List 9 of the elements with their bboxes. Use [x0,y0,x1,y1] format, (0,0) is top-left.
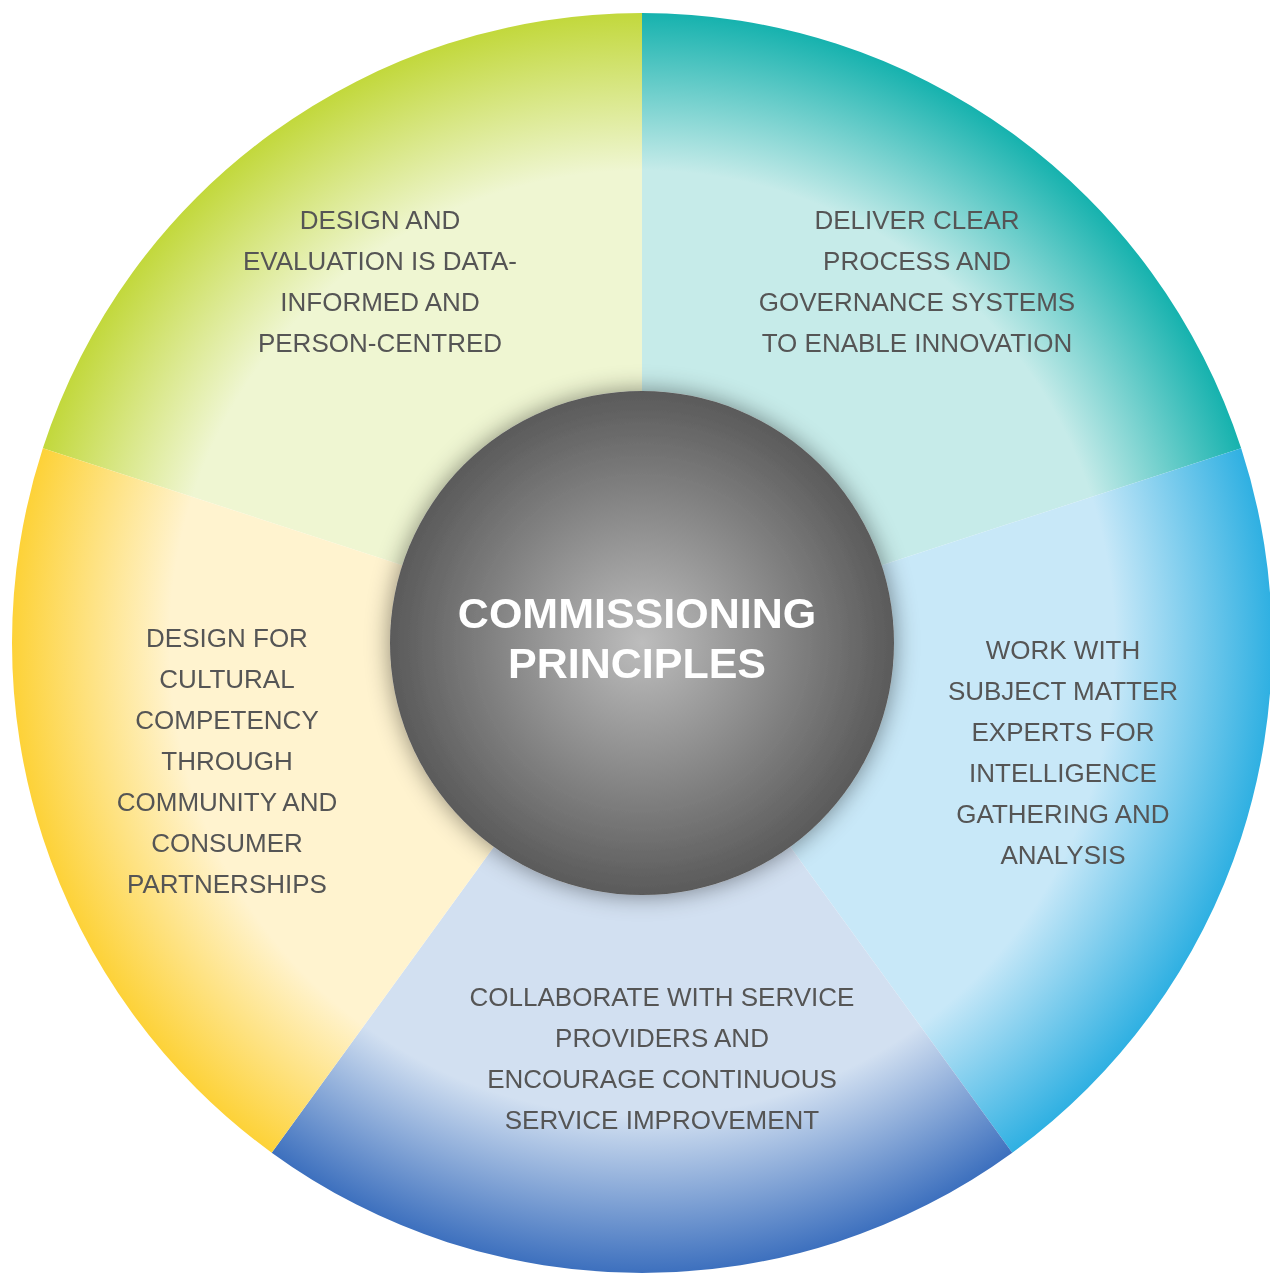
center-circle [390,391,894,895]
segment-label: COLLABORATE WITH SERVICE PROVIDERS AND ENCOURAGE CONTINUOUS SERVICE IMPROVEMENT [469,981,855,1137]
wheel-segment [42,13,642,566]
center-title: COMMISSIONING PRINCIPLES [457,588,817,688]
segment-label: DESIGN FOR CULTURAL COMPETENCY THROUGH COMMUNITY AND CONSUMER PARTNERSHIPS [115,622,339,901]
segment-label: DELIVER CLEAR PROCESS AND GOVERNANCE SYSTEMS TO ENABLE INNOVATION [757,204,1077,360]
segment-label: WORK WITH SUBJECT MATTER EXPERTS FOR INTELLIGENCE GATHERING AND ANALYSIS [946,634,1180,872]
segment-label: DESIGN AND EVALUATION IS DATA-INFORMED AND PERSON-CENTRED [242,204,518,360]
wheel-segment [642,13,1242,566]
